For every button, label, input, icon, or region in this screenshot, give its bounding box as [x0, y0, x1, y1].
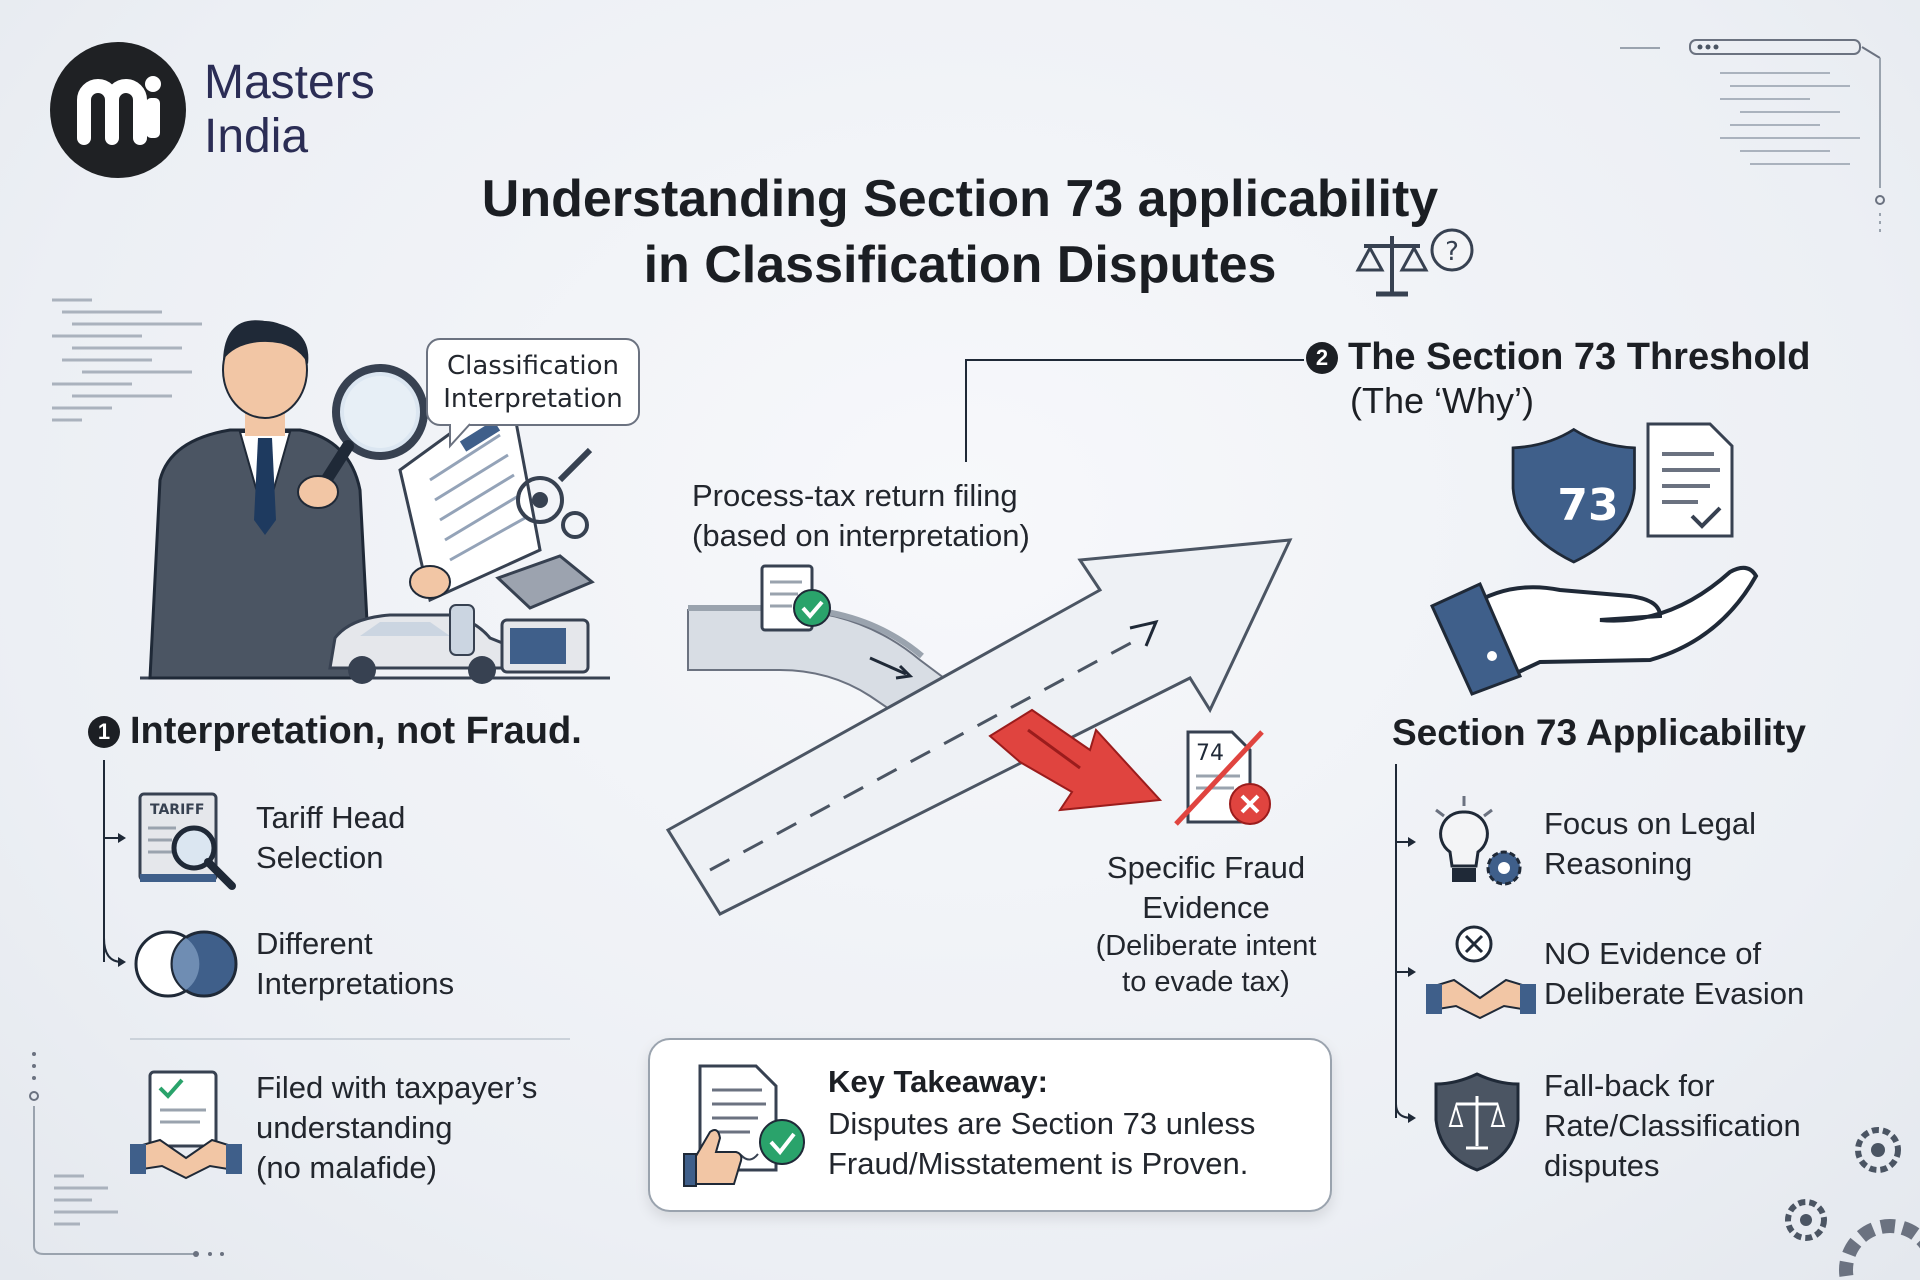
tariff-book-magnifier-icon: TARIFF — [138, 792, 236, 890]
takeaway-line2: Fraud/Misstatement is Proven. — [828, 1146, 1249, 1181]
bubble-line1: Classification — [446, 351, 620, 381]
thumbs-up-document-icon — [683, 1064, 805, 1187]
item-line1: Focus on Legal — [1544, 806, 1756, 841]
handshake-no-evidence-icon — [1426, 925, 1536, 1020]
bubble-tail-icon — [449, 423, 471, 449]
fraud-line2: Evidence — [1142, 890, 1270, 925]
tariff-icon-label: TARIFF — [150, 802, 204, 818]
section2-heading: 2 The Section 73 Threshold — [1306, 336, 1810, 379]
shield-number: 73 — [1557, 480, 1618, 531]
section1-number-badge: 1 — [88, 716, 120, 748]
road-label-line2: (based on interpretation) — [692, 518, 1030, 553]
item-line1: Fall-back for — [1544, 1068, 1715, 1103]
item-line1: NO Evidence of — [1544, 936, 1762, 971]
title-line2: in Classification Disputes — [643, 236, 1277, 294]
item-line1: Tariff Head — [256, 800, 406, 835]
fraud-evidence-label: Specific Fraud Evidence — [1046, 848, 1366, 928]
section1-item-filed: Filed with taxpayer’s understanding (no … — [256, 1068, 537, 1188]
applicability-item-no-evidence: NO Evidence of Deliberate Evasion — [1544, 934, 1804, 1014]
section2-subheading: (The ‘Why’) — [1350, 380, 1535, 421]
fraud-evidence-note: (Deliberate intent to evade tax) — [1046, 928, 1366, 1000]
section1-divider — [130, 1038, 570, 1040]
title-line1: Understanding Section 73 applicability — [481, 170, 1439, 228]
brand-name-line2: India — [204, 110, 309, 163]
section1-heading-text: Interpretation, not Fraud. — [130, 710, 582, 752]
venn-diagram-icon — [134, 930, 238, 998]
section1-item-tariff: Tariff Head Selection — [256, 798, 405, 878]
applicability-item-legal: Focus on Legal Reasoning — [1544, 804, 1756, 884]
svg-text:?: ? — [1445, 237, 1459, 267]
section2-heading-text: The Section 73 Threshold — [1348, 336, 1811, 378]
fraud-document-74-icon: 74 — [1174, 730, 1271, 826]
shield-scales-icon — [1434, 1072, 1520, 1172]
item-line2: Selection — [256, 840, 384, 875]
businessman-magnifier-illustration — [140, 320, 610, 684]
takeaway-line1: Disputes are Section 73 unless — [828, 1106, 1256, 1141]
bottom-left-decoration-icon — [29, 1052, 224, 1257]
code-window-decoration-icon — [1620, 39, 1885, 233]
item-line3: (no malafide) — [256, 1150, 437, 1185]
gears-decoration-icon — [1785, 1127, 1920, 1280]
bubble-line2: Interpretation — [443, 384, 623, 414]
key-takeaway-title: Key Takeaway: — [828, 1064, 1048, 1099]
section1-heading: 1 Interpretation, not Fraud. — [88, 710, 582, 753]
shield-hand-document-illustration: 73 — [1430, 422, 1759, 696]
scales-question-icon: ? — [1355, 228, 1474, 297]
item-line3: disputes — [1544, 1148, 1660, 1183]
item-line2: Interpretations — [256, 966, 455, 1001]
key-takeaway-text: Disputes are Section 73 unless Fraud/Mis… — [828, 1104, 1255, 1184]
applicability-heading: Section 73 Applicability — [1392, 712, 1806, 753]
code-lines-decoration-icon — [52, 298, 202, 422]
item-line1: Filed with taxpayer’s — [256, 1070, 538, 1105]
item-line1: Different — [256, 926, 373, 961]
applicability-tree-connector — [1395, 764, 1416, 1123]
handshake-document-icon — [130, 1070, 242, 1180]
applicability-item-fallback: Fall-back for Rate/Classification disput… — [1544, 1066, 1801, 1186]
section1-tree-connector — [103, 760, 126, 967]
section1-item-interpretations: Different Interpretations — [256, 924, 454, 1004]
speech-bubble: Classification Interpretation — [426, 338, 640, 426]
road-label-line1: Process-tax return filing — [692, 478, 1018, 513]
item-line2: understanding — [256, 1110, 453, 1145]
road-label: Process-tax return filing (based on inte… — [692, 476, 1030, 556]
fraud-line1: Specific Fraud — [1106, 850, 1306, 885]
logo-mark-icon — [77, 76, 161, 145]
brand-logo — [50, 42, 186, 178]
fraud-line4: to evade tax) — [1122, 966, 1290, 998]
item-line2: Deliberate Evasion — [1544, 976, 1805, 1011]
threshold-connector-line — [965, 359, 1304, 462]
page-title: Understanding Section 73 applicability i… — [300, 166, 1620, 298]
section2-number-badge: 2 — [1306, 342, 1338, 374]
item-line2: Rate/Classification — [1544, 1108, 1801, 1143]
brand-name-line1: Masters — [204, 56, 375, 109]
lightbulb-gear-icon — [1435, 796, 1522, 886]
road-diverge-illustration — [665, 538, 1293, 916]
doc-74-label: 74 — [1196, 741, 1224, 766]
brand-name: Masters India — [204, 56, 375, 164]
fraud-line3: (Deliberate intent — [1095, 930, 1317, 962]
item-line2: Reasoning — [1544, 846, 1693, 881]
